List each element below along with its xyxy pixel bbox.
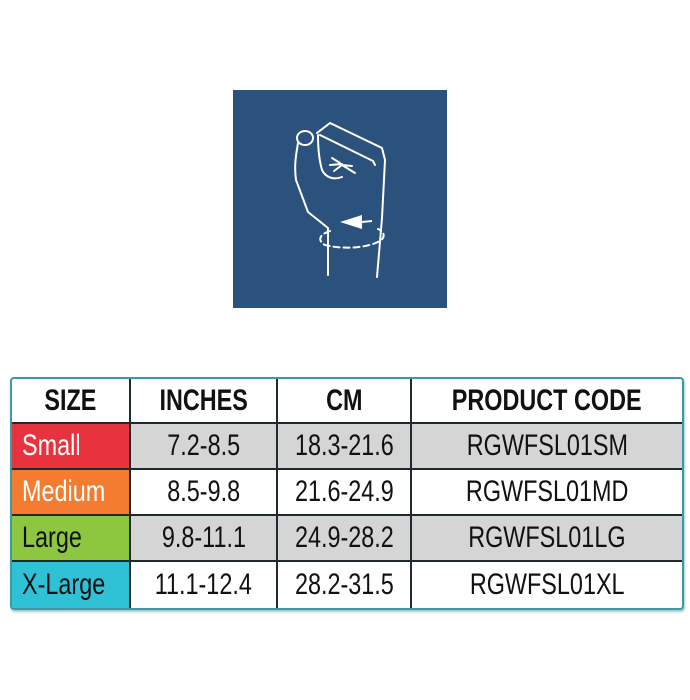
- cm-cell: 18.3-21.6: [278, 424, 412, 468]
- cm-value: 28.2-31.5: [294, 568, 394, 601]
- table-row: Medium 8.5-9.8 21.6-24.9 RGWFSL01MD: [12, 470, 682, 516]
- size-cell: Medium: [12, 470, 131, 514]
- table-row: X-Large 11.1-12.4 28.2-31.5 RGWFSL01XL: [12, 562, 682, 608]
- size-cell: X-Large: [12, 562, 131, 608]
- size-label: X-Large: [22, 568, 106, 601]
- product-code-cell: RGWFSL01XL: [412, 562, 682, 608]
- inches-value: 8.5-9.8: [167, 475, 240, 508]
- fist-wrist-measurement-icon: [233, 90, 447, 308]
- inches-cell: 8.5-9.8: [131, 470, 278, 514]
- header-cm: CM: [278, 379, 412, 422]
- cm-cell: 21.6-24.9: [278, 470, 412, 514]
- size-label: Small: [22, 429, 81, 462]
- size-cell: Small: [12, 424, 131, 468]
- table-row: Large 9.8-11.1 24.9-28.2 RGWFSL01LG: [12, 516, 682, 562]
- header-label: CM: [325, 383, 363, 417]
- product-code-cell: RGWFSL01MD: [412, 470, 682, 514]
- cm-cell: 28.2-31.5: [278, 562, 412, 608]
- inches-cell: 11.1-12.4: [131, 562, 278, 608]
- size-chart-table: SIZE INCHES CM PRODUCT CODE Small 7.2-8.5…: [10, 377, 684, 610]
- cm-value: 24.9-28.2: [294, 521, 394, 554]
- table-header-row: SIZE INCHES CM PRODUCT CODE: [12, 379, 682, 424]
- header-label: INCHES: [159, 383, 248, 417]
- product-code-cell: RGWFSL01SM: [412, 424, 682, 468]
- header-label: SIZE: [44, 383, 97, 417]
- cm-value: 21.6-24.9: [294, 475, 394, 508]
- inches-cell: 9.8-11.1: [131, 516, 278, 560]
- product-code-value: RGWFSL01XL: [469, 568, 625, 601]
- inches-value: 9.8-11.1: [161, 521, 246, 554]
- header-product-code: PRODUCT CODE: [412, 379, 682, 422]
- product-code-cell: RGWFSL01LG: [412, 516, 682, 560]
- size-label: Large: [22, 521, 82, 554]
- header-size: SIZE: [12, 379, 131, 422]
- inches-value: 7.2-8.5: [167, 429, 240, 462]
- header-label: PRODUCT CODE: [452, 383, 642, 417]
- product-code-value: RGWFSL01MD: [465, 475, 629, 508]
- size-label: Medium: [22, 475, 106, 508]
- table-row: Small 7.2-8.5 18.3-21.6 RGWFSL01SM: [12, 424, 682, 470]
- cm-cell: 24.9-28.2: [278, 516, 412, 560]
- size-cell: Large: [12, 516, 131, 560]
- inches-cell: 7.2-8.5: [131, 424, 278, 468]
- product-code-value: RGWFSL01SM: [466, 429, 628, 462]
- header-inches: INCHES: [131, 379, 278, 422]
- product-code-value: RGWFSL01LG: [468, 521, 626, 554]
- inches-value: 11.1-12.4: [154, 568, 253, 601]
- cm-value: 18.3-21.6: [294, 429, 394, 462]
